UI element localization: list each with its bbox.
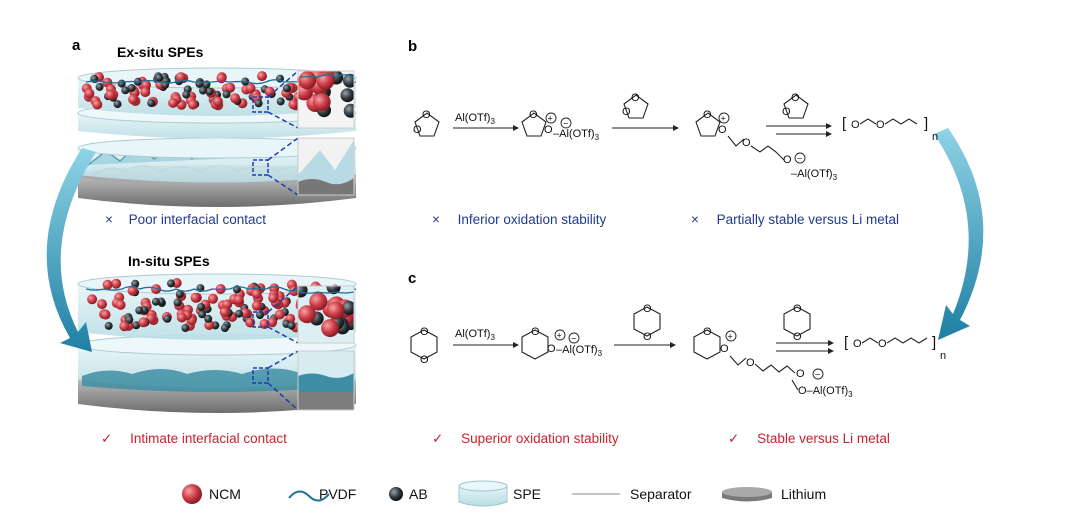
legend-label-ncm: NCM — [209, 486, 241, 502]
panel-c-caption-right: Stable versus Li metal — [757, 431, 890, 446]
zoom-box-insitu-anode — [252, 367, 269, 384]
svg-text:+: + — [548, 114, 553, 124]
catalyst-label-c: Al(OTf) — [455, 328, 490, 340]
svg-text:O: O — [796, 368, 805, 380]
svg-text:−: − — [563, 119, 568, 129]
svg-text:O: O — [529, 109, 538, 121]
panel-c-check-left: ✓ — [432, 431, 443, 446]
svg-text:[: [ — [844, 334, 849, 351]
svg-text:× Partially stable versus: × Partially stable versus Li metal — [691, 212, 899, 227]
panel-b-caption-left: Inferior oxidation stability — [458, 212, 607, 227]
svg-text:× Inferior oxidation stabi: × Inferior oxidation stability — [432, 212, 606, 227]
svg-text:O: O — [643, 303, 652, 315]
svg-text:O: O — [703, 326, 712, 338]
panel-b-scheme: O O Al(OTf)3 O O + − –Al(OTf)3 OO OO + O… — [413, 92, 938, 182]
svg-text:O: O — [876, 119, 885, 131]
exsitu-title: Ex-situ SPEs — [117, 44, 204, 60]
svg-text:O: O — [631, 92, 640, 104]
zoom-box-insitu-cathode — [252, 311, 269, 328]
svg-text:–Al(OTf)3: –Al(OTf)3 — [553, 128, 600, 142]
svg-text:✓ Intimate interfacial con: ✓ Intimate interfacial contact — [101, 431, 287, 446]
ab-sphere-icon — [389, 487, 403, 501]
svg-text:O: O — [544, 124, 553, 136]
zoom-box-cathode — [252, 96, 269, 113]
panel-c-label: c — [408, 270, 416, 287]
insitu-caption: Intimate interfacial contact — [130, 431, 287, 446]
svg-text:Al(OTf)3: Al(OTf)3 — [455, 112, 495, 126]
zoom-inset-insitu-cathode — [298, 286, 354, 343]
left-curved-arrow — [46, 148, 96, 352]
svg-text:O: O — [422, 109, 431, 121]
svg-text:–Al(OTf)3: –Al(OTf)3 — [556, 344, 603, 358]
svg-text:O: O — [718, 124, 727, 136]
svg-text:–Al(OTf)3: –Al(OTf)3 — [791, 168, 838, 182]
zoom-inset-exsitu-cathode — [298, 71, 354, 128]
svg-text:O: O — [720, 343, 729, 355]
svg-text:O: O — [851, 119, 860, 131]
svg-text:−: − — [815, 370, 820, 380]
svg-text:O: O — [643, 331, 652, 343]
panel-c-check-right: ✓ — [728, 431, 739, 446]
exsitu-caption: Poor interfacial contact — [129, 212, 267, 227]
svg-text:O: O — [531, 326, 540, 338]
legend: NCM PVDF AB SPE Separator Lithium — [182, 480, 826, 507]
svg-text:[: [ — [842, 115, 847, 132]
svg-text:O: O — [853, 338, 862, 350]
exsitu-cross-mark: × — [105, 212, 113, 227]
svg-text:n: n — [940, 350, 946, 362]
svg-text:−: − — [571, 334, 576, 344]
svg-text:O–Al(OTf)3: O–Al(OTf)3 — [798, 385, 853, 399]
svg-text:n: n — [932, 131, 938, 143]
panel-c-scheme: OO Al(OTf)3 OO + − –Al(OTf)3 OO OO + O O… — [410, 303, 946, 399]
svg-text:✓ Stable versus Li metal: ✓ Stable versus Li metal — [728, 431, 890, 446]
svg-text:O: O — [742, 137, 751, 149]
legend-label-spe: SPE — [513, 486, 541, 502]
svg-text:O: O — [420, 326, 429, 338]
panel-c-caption-left: Superior oxidation stability — [461, 431, 619, 446]
lithium-disc-icon — [722, 487, 772, 502]
svg-text:O: O — [413, 124, 422, 136]
svg-text:O: O — [420, 354, 429, 366]
svg-text:O: O — [622, 106, 631, 118]
svg-text:]: ] — [924, 115, 928, 132]
insitu-check-mark: ✓ — [101, 431, 112, 446]
panel-b-caption-right: Partially stable versus Li metal — [717, 212, 899, 227]
right-curved-arrow — [934, 128, 984, 340]
svg-text:−: − — [797, 154, 802, 164]
legend-label-pvdf: PVDF — [319, 486, 356, 502]
svg-text:]: ] — [932, 334, 936, 351]
svg-text:O: O — [746, 357, 755, 369]
svg-text:+: + — [557, 331, 562, 341]
legend-label-separator: Separator — [630, 486, 692, 502]
legend-label-ab: AB — [409, 486, 428, 502]
svg-text:Al(OTf)3: Al(OTf)3 — [455, 328, 495, 342]
svg-text:O: O — [547, 343, 556, 355]
catalyst-label: Al(OTf) — [455, 112, 490, 124]
insitu-title: In-situ SPEs — [128, 253, 210, 269]
pvdf-wave-icon — [288, 490, 330, 502]
zoom-box-anode — [252, 159, 269, 176]
panel-b-cross-right: × — [691, 212, 699, 227]
svg-text:O: O — [703, 109, 712, 121]
svg-text:O: O — [783, 154, 792, 166]
zoom-inset-exsitu-anode — [298, 138, 354, 195]
svg-text:× Poor interfacial contact: × Poor interfacial contact — [105, 212, 266, 227]
legend-label-lithium: Lithium — [781, 486, 826, 502]
svg-text:O: O — [793, 331, 802, 343]
svg-text:✓ Superior oxidation stabi: ✓ Superior oxidation stability — [432, 431, 619, 446]
svg-text:O: O — [793, 303, 802, 315]
zoom-inset-insitu-anode — [297, 350, 355, 411]
exsitu-battery-stack — [77, 67, 357, 207]
svg-text:+: + — [728, 332, 733, 342]
ncm-sphere-icon — [182, 484, 202, 504]
svg-text:O: O — [782, 106, 791, 118]
panel-b-cross-left: × — [432, 212, 440, 227]
panel-b-label: b — [408, 38, 417, 55]
svg-text:O: O — [791, 92, 800, 104]
panel-a-label: a — [72, 37, 81, 54]
svg-text:O: O — [878, 338, 887, 350]
svg-text:+: + — [721, 114, 726, 124]
spe-disc-icon — [458, 480, 508, 507]
